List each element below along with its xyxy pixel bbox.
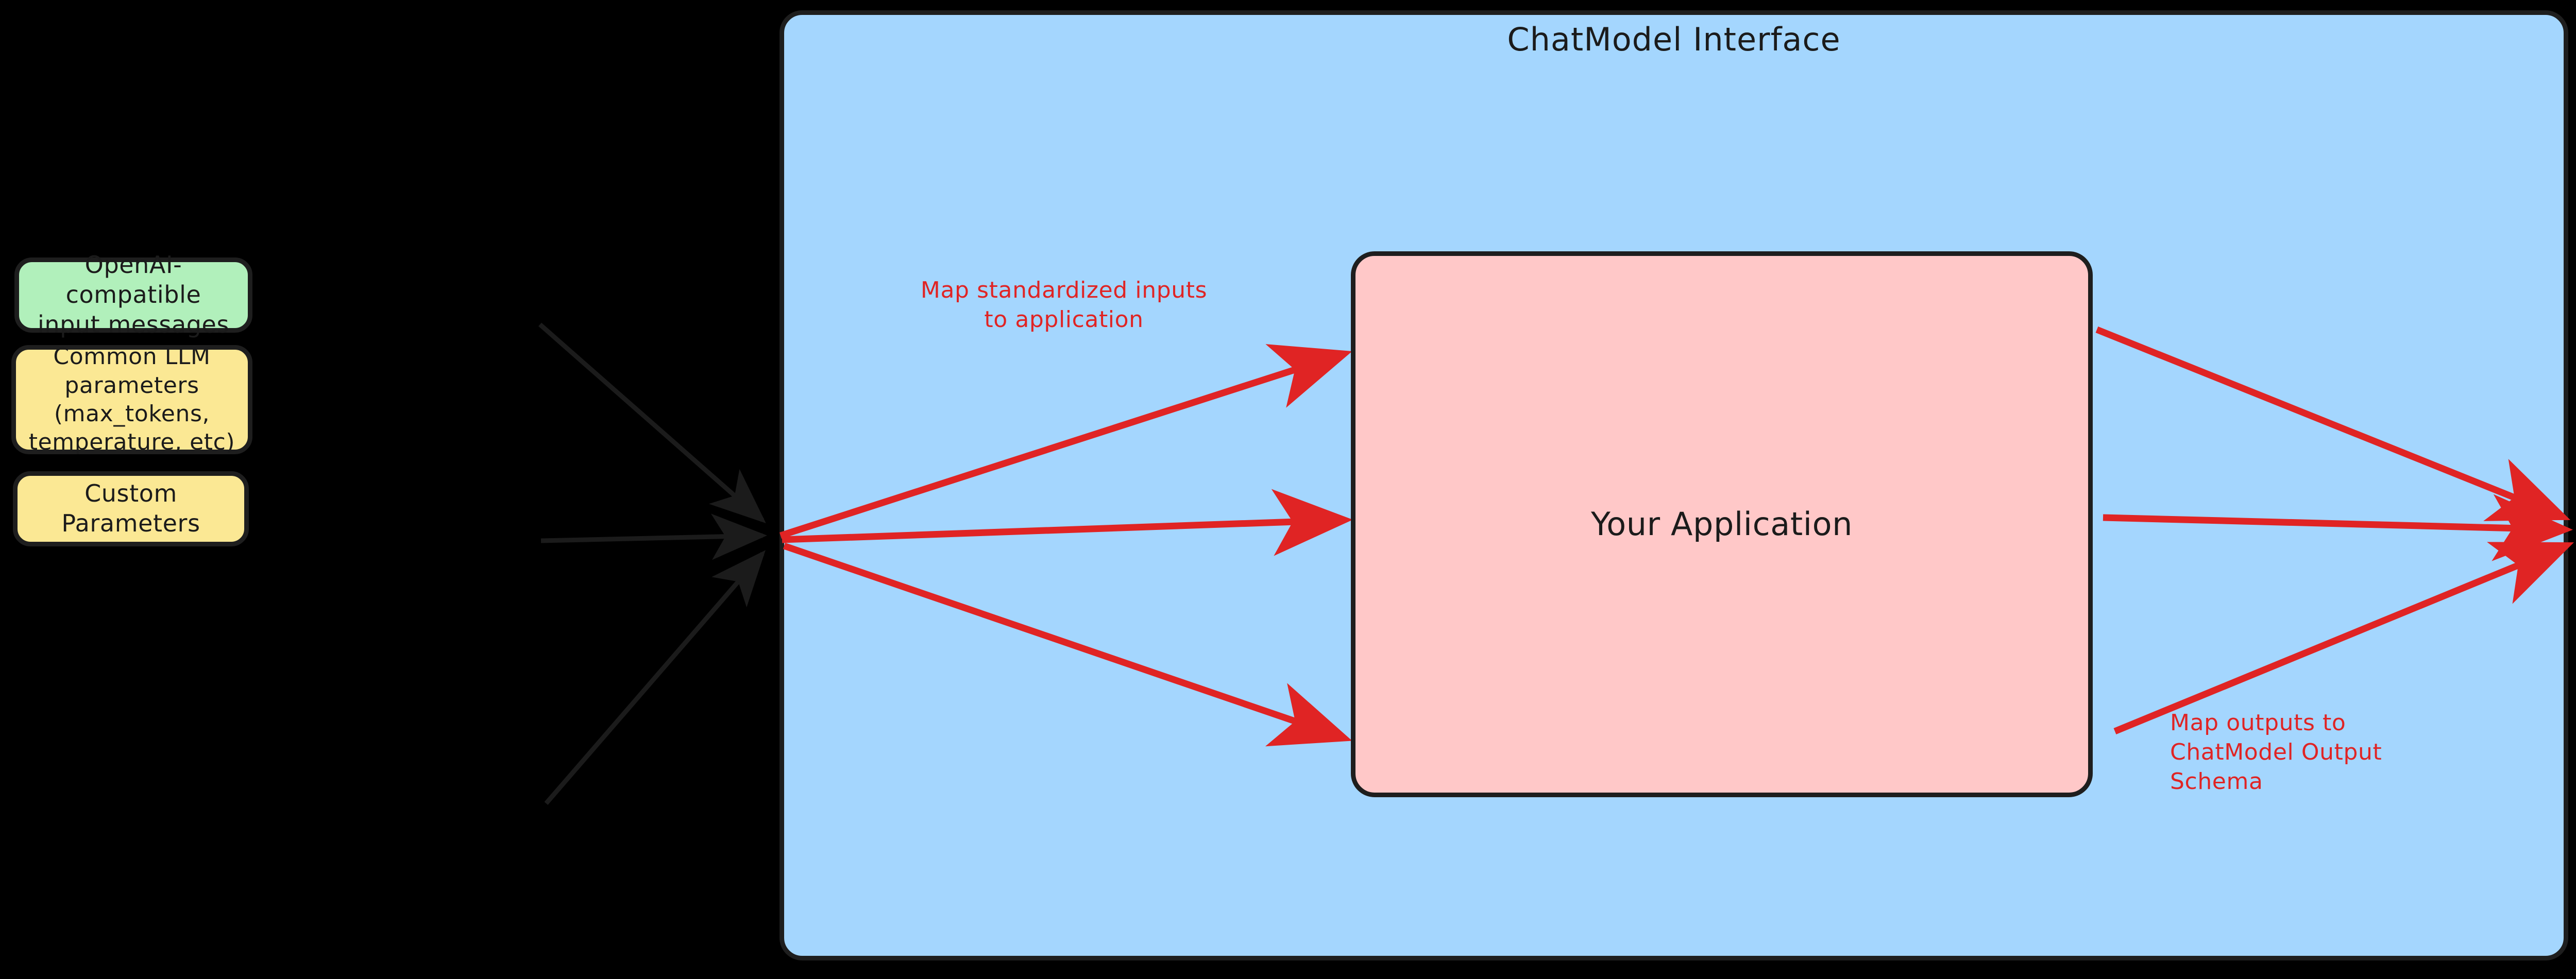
edge-input-messages-to-interface bbox=[538, 322, 766, 523]
node-common-llm-parameters[interactable]: Common LLM parameters (max_tokens, tempe… bbox=[11, 343, 252, 455]
input-edge-group bbox=[538, 322, 767, 805]
node-your-application[interactable]: Your Application bbox=[1351, 251, 2093, 797]
annotation-map-standardized-inputs: Map standardized inputs to application bbox=[920, 277, 1208, 333]
node-openai-compatible-input-messages[interactable]: OpenAI-compatible input messages bbox=[14, 251, 252, 338]
node-custom-parameters[interactable]: Custom Parameters bbox=[13, 471, 249, 546]
annotation-map-outputs-to-schema: Map outputs to ChatModel Output Schema bbox=[2170, 710, 2382, 795]
chatmodel-interface-title: ChatModel Interface bbox=[1507, 21, 1841, 58]
edge-common-params-to-interface bbox=[540, 513, 767, 560]
edge-custom-params-to-interface bbox=[544, 550, 766, 805]
